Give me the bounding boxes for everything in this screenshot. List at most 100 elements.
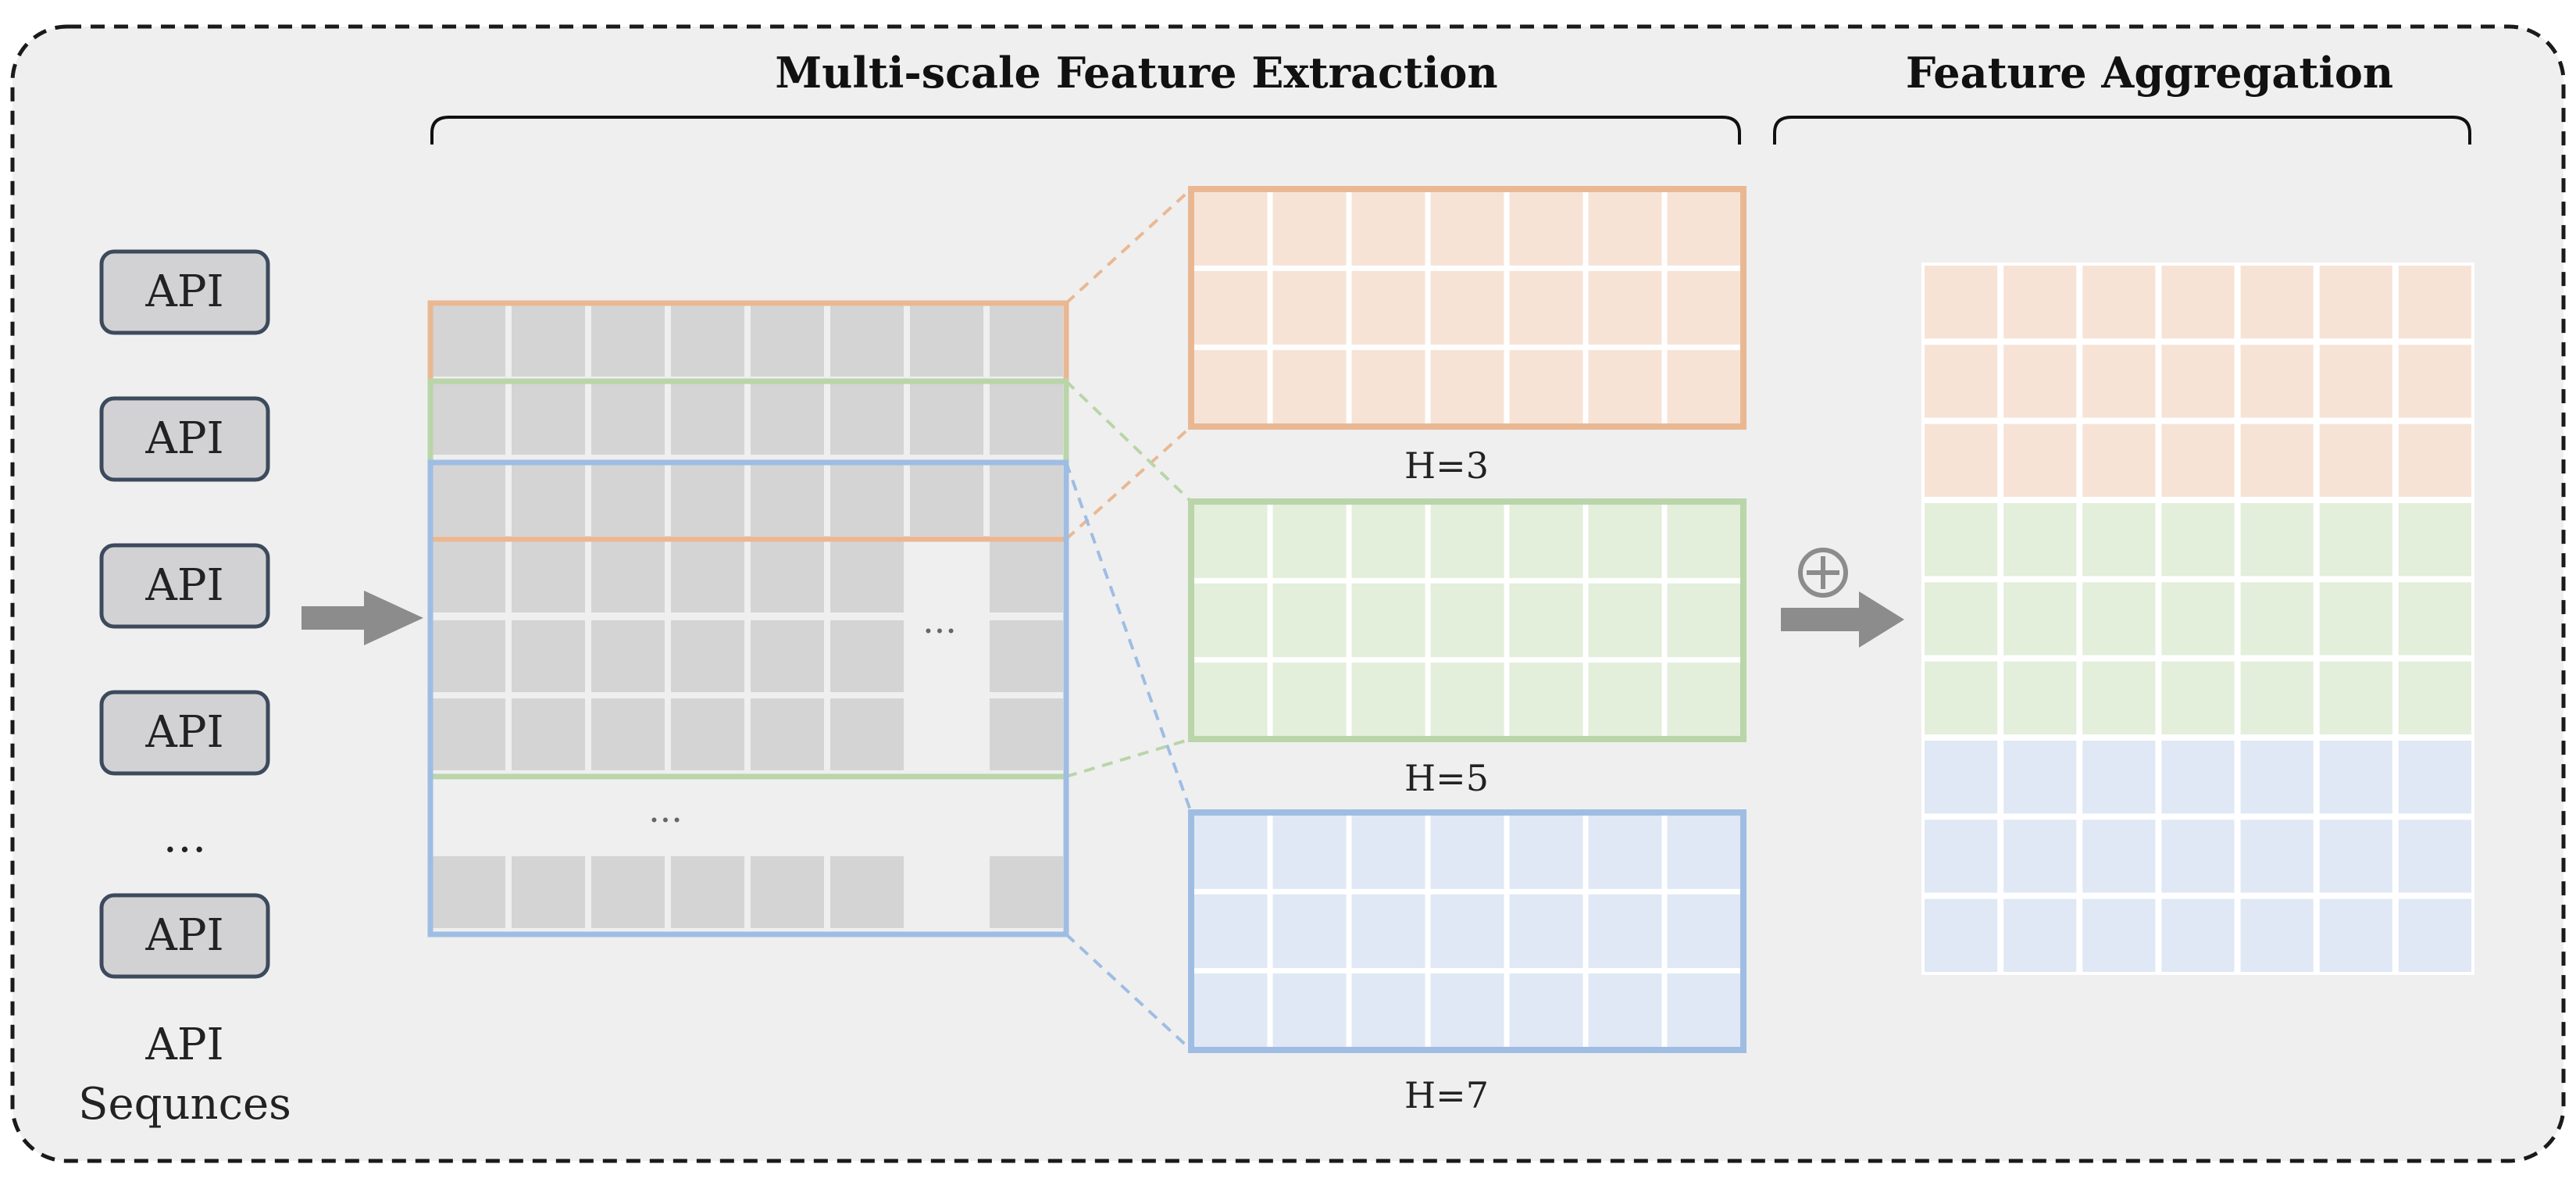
matrix-cell bbox=[432, 383, 505, 455]
aggregated-cell bbox=[2003, 345, 2077, 418]
matrix-cell bbox=[591, 698, 665, 770]
matrix-cell bbox=[990, 620, 1063, 692]
aggregated-cell bbox=[2240, 345, 2314, 418]
matrix-cell bbox=[512, 698, 585, 770]
aggregated-cell bbox=[2161, 820, 2235, 893]
aggregated-cell bbox=[2082, 741, 2156, 814]
matrix-cell bbox=[432, 541, 505, 612]
matrix-cell bbox=[591, 856, 665, 928]
aggregated-cell bbox=[2082, 266, 2156, 339]
matrix-cell bbox=[432, 698, 505, 770]
matrix-cell bbox=[671, 698, 744, 770]
aggregated-cell bbox=[1925, 345, 1998, 418]
matrix-ellipsis-row: ... bbox=[648, 788, 683, 830]
api-box-2: API bbox=[99, 396, 270, 482]
aggregated-cell bbox=[2398, 820, 2471, 893]
embedding-matrix bbox=[432, 305, 1063, 928]
aggregated-cell bbox=[2161, 898, 2235, 972]
connector-lines bbox=[1065, 187, 1193, 1052]
matrix-cell bbox=[671, 383, 744, 455]
matrix-cell bbox=[910, 305, 983, 377]
api-box-4: API bbox=[99, 690, 270, 776]
aggregated-cell bbox=[2003, 582, 2077, 655]
aggregated-cell bbox=[2319, 820, 2392, 893]
extraction-title: Multi-scale Feature Extraction bbox=[775, 48, 1497, 98]
aggregated-matrix bbox=[1921, 262, 2474, 975]
matrix-cell bbox=[591, 541, 665, 612]
matrix-cell bbox=[591, 464, 665, 536]
aggregated-cell bbox=[2161, 741, 2235, 814]
matrix-cell bbox=[751, 464, 824, 536]
aggregated-cell bbox=[2398, 898, 2471, 972]
matrix-cell bbox=[830, 305, 904, 377]
aggregated-cell bbox=[2161, 345, 2235, 418]
aggregated-cell bbox=[2161, 503, 2235, 577]
connector-h7-top bbox=[1065, 462, 1193, 813]
aggregated-cell bbox=[2003, 898, 2077, 972]
matrix-cell bbox=[671, 541, 744, 612]
aggregated-cell bbox=[2082, 898, 2156, 972]
matrix-ellipsis-col: ... bbox=[922, 599, 957, 641]
api-box-label: API bbox=[144, 266, 223, 317]
feature-map-label-h5: H=5 bbox=[1404, 757, 1489, 799]
aggregated-cell bbox=[2240, 661, 2314, 734]
matrix-cell bbox=[512, 856, 585, 928]
aggregated-cell bbox=[1925, 266, 1998, 339]
matrix-cell bbox=[751, 856, 824, 928]
matrix-cell bbox=[432, 464, 505, 536]
matrix-cell bbox=[432, 305, 505, 377]
api-box-label: API bbox=[144, 413, 223, 464]
aggregated-cell bbox=[1925, 503, 1998, 577]
connector-h7-bottom bbox=[1065, 933, 1193, 1052]
aggregated-cell bbox=[1925, 661, 1998, 734]
aggregated-cell bbox=[2161, 582, 2235, 655]
matrix-cell bbox=[512, 464, 585, 536]
aggregated-cell bbox=[2240, 582, 2314, 655]
aggregated-cell bbox=[2082, 503, 2156, 577]
aggregation-brace bbox=[1773, 116, 2471, 145]
feature-map-label-h3: H=3 bbox=[1404, 445, 1489, 487]
extraction-brace bbox=[430, 116, 1741, 145]
aggregated-cell bbox=[1925, 820, 1998, 893]
aggregated-cell bbox=[2161, 423, 2235, 497]
feature-map-border bbox=[1188, 498, 1746, 742]
aggregated-cell bbox=[2398, 741, 2471, 814]
matrix-cell bbox=[591, 383, 665, 455]
aggregated-cell bbox=[2082, 345, 2156, 418]
aggregated-cell bbox=[1925, 582, 1998, 655]
matrix-cell bbox=[671, 620, 744, 692]
aggregated-cell bbox=[2003, 423, 2077, 497]
connector-h5-bottom bbox=[1065, 737, 1192, 778]
feature-map-border bbox=[1188, 809, 1746, 1053]
aggregated-cell bbox=[2398, 661, 2471, 734]
matrix-cell bbox=[512, 305, 585, 377]
aggregated-cell bbox=[2003, 503, 2077, 577]
matrix-cell bbox=[751, 305, 824, 377]
aggregated-cell bbox=[2082, 423, 2156, 497]
aggregated-cell bbox=[2240, 820, 2314, 893]
connector-h3-top bbox=[1065, 187, 1193, 305]
aggregation-title: Feature Aggregation bbox=[1906, 48, 2393, 98]
aggregated-cell bbox=[2003, 820, 2077, 893]
matrix-cell bbox=[830, 856, 904, 928]
feature-map-label-h7: H=7 bbox=[1404, 1074, 1489, 1116]
feature-map-h5 bbox=[1188, 498, 1746, 742]
matrix-cell bbox=[591, 305, 665, 377]
matrix-cell bbox=[830, 620, 904, 692]
matrix-cell bbox=[671, 464, 744, 536]
aggregated-cell bbox=[2398, 503, 2471, 577]
matrix-cell bbox=[512, 541, 585, 612]
matrix-cell bbox=[990, 464, 1063, 536]
feature-map-background bbox=[1191, 189, 1743, 427]
matrix-cell bbox=[751, 698, 824, 770]
window-h7-outline bbox=[427, 459, 1069, 937]
aggregated-cell bbox=[2398, 423, 2471, 497]
matrix-cell bbox=[671, 305, 744, 377]
aggregated-cell bbox=[2003, 741, 2077, 814]
feature-map-h3 bbox=[1188, 186, 1746, 430]
aggregated-cell bbox=[2398, 345, 2471, 418]
aggregated-cell bbox=[2240, 503, 2314, 577]
matrix-cell bbox=[751, 541, 824, 612]
matrix-cell bbox=[830, 541, 904, 612]
matrix-cell bbox=[512, 383, 585, 455]
